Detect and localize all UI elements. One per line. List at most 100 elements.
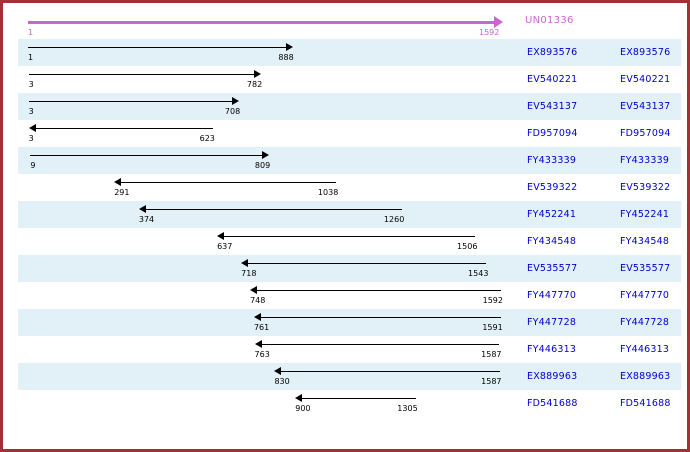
- hit-accession-description[interactable]: FY433339: [620, 155, 670, 166]
- hsp-start-coordinate: 1: [28, 53, 34, 62]
- hit-row[interactable]: 3 708 EV543137 EV543137: [3, 93, 687, 120]
- hsp-end-coordinate: 782: [246, 80, 263, 89]
- query-track: 1 1592 UN01336: [3, 3, 687, 39]
- hsp-start-coordinate: 3: [28, 134, 34, 143]
- hsp-alignment-bar[interactable]: [256, 290, 501, 291]
- hit-row[interactable]: 3 782 EV540221 EV540221: [3, 66, 687, 93]
- query-accession-label: UN01336: [524, 15, 574, 26]
- hit-accession-link[interactable]: FD541688: [527, 398, 578, 409]
- hsp-alignment-bar[interactable]: [30, 155, 263, 156]
- hsp-end-coordinate: 809: [254, 161, 271, 170]
- hit-accession-link[interactable]: EV540221: [527, 74, 578, 85]
- hsp-end-coordinate: 708: [224, 107, 241, 116]
- row-background-stripe: [18, 93, 681, 120]
- hit-accession-link[interactable]: FY446313: [527, 344, 577, 355]
- hit-accession-description[interactable]: FY447770: [620, 290, 670, 301]
- hsp-end-coordinate: 1591: [482, 323, 503, 332]
- hsp-alignment-bar[interactable]: [223, 236, 476, 237]
- row-background-stripe: [18, 282, 681, 309]
- row-background-stripe: [18, 390, 681, 417]
- hsp-end-coordinate: 1038: [317, 188, 339, 197]
- hsp-end-coordinate: 888: [278, 53, 294, 62]
- hit-accession-link[interactable]: EV535577: [527, 263, 578, 274]
- hsp-start-coordinate: 718: [241, 269, 257, 278]
- row-background-stripe: [18, 255, 681, 282]
- hit-accession-description[interactable]: FY447728: [620, 317, 670, 328]
- hit-row[interactable]: 718 1543 EV535577 EV535577: [3, 255, 687, 282]
- hit-accession-description[interactable]: EV539322: [620, 182, 671, 193]
- row-background-stripe: [18, 363, 681, 390]
- hsp-arrowhead-left-icon: [114, 178, 122, 186]
- hit-accession-description[interactable]: FY446313: [620, 344, 670, 355]
- row-background-stripe: [18, 228, 681, 255]
- hit-accession-link[interactable]: FY447770: [527, 290, 577, 301]
- row-background-stripe: [18, 309, 681, 336]
- hit-accession-description[interactable]: EV543137: [620, 101, 671, 112]
- query-arrowhead-icon: [493, 16, 503, 28]
- query-line: [28, 21, 494, 24]
- hsp-alignment-bar[interactable]: [247, 263, 487, 264]
- hit-accession-link[interactable]: FY434548: [527, 236, 577, 247]
- row-background-stripe: [18, 201, 681, 228]
- hsp-end-coordinate: 1305: [397, 404, 418, 413]
- hit-row[interactable]: 1 888 EX893576 EX893576: [3, 39, 687, 66]
- hit-accession-link[interactable]: EX893576: [527, 47, 578, 58]
- hit-accession-link[interactable]: FD957094: [527, 128, 578, 139]
- hit-accession-description[interactable]: EX889963: [620, 371, 671, 382]
- row-background-stripe: [18, 39, 681, 66]
- hit-accession-description[interactable]: FY452241: [620, 209, 670, 220]
- row-background-stripe: [18, 336, 681, 363]
- hsp-alignment-bar[interactable]: [120, 182, 337, 183]
- query-start-coordinate: 1: [28, 28, 34, 37]
- hsp-alignment-bar[interactable]: [28, 47, 286, 48]
- row-background-stripe: [18, 120, 681, 147]
- hsp-arrowhead-right-icon: [262, 151, 270, 159]
- query-end-coordinate: 1592: [478, 28, 500, 37]
- hsp-alignment-bar[interactable]: [301, 398, 416, 399]
- hit-accession-link[interactable]: EX889963: [527, 371, 578, 382]
- hsp-alignment-bar[interactable]: [260, 344, 500, 345]
- hit-accession-description[interactable]: FY434548: [620, 236, 670, 247]
- hsp-end-coordinate: 1543: [468, 269, 489, 278]
- hit-accession-description[interactable]: FD541688: [620, 398, 671, 409]
- hsp-start-coordinate: 763: [254, 350, 270, 359]
- hsp-start-coordinate: 3: [28, 80, 34, 89]
- hsp-arrowhead-right-icon: [285, 43, 293, 51]
- hit-accession-description[interactable]: EV535577: [620, 263, 671, 274]
- hit-accession-link[interactable]: FY447728: [527, 317, 577, 328]
- hsp-arrowhead-left-icon: [217, 232, 225, 240]
- hit-accession-link[interactable]: FY452241: [527, 209, 577, 220]
- hsp-alignment-bar[interactable]: [28, 101, 233, 102]
- row-background-stripe: [18, 147, 681, 174]
- hsp-alignment-bar[interactable]: [144, 209, 403, 210]
- hsp-arrowhead-left-icon: [274, 367, 282, 375]
- hsp-alignment-bar[interactable]: [34, 128, 213, 129]
- hit-accession-description[interactable]: EX893576: [620, 47, 671, 58]
- hit-accession-description[interactable]: EV540221: [620, 74, 671, 85]
- hsp-alignment-bar[interactable]: [259, 317, 501, 318]
- hit-accession-link[interactable]: FY433339: [527, 155, 577, 166]
- hit-accession-link[interactable]: EV543137: [527, 101, 578, 112]
- hit-accession-link[interactable]: EV539322: [527, 182, 578, 193]
- hsp-end-coordinate: 1587: [481, 377, 502, 386]
- hsp-alignment-bar[interactable]: [28, 74, 255, 75]
- hsp-arrowhead-right-icon: [232, 97, 240, 105]
- hsp-start-coordinate: 637: [217, 242, 233, 251]
- hsp-arrowhead-left-icon: [241, 259, 249, 267]
- hit-accession-description[interactable]: FD957094: [620, 128, 671, 139]
- hsp-arrowhead-right-icon: [254, 70, 262, 78]
- hsp-arrowhead-left-icon: [295, 394, 303, 402]
- hsp-start-coordinate: 3: [28, 107, 34, 116]
- hsp-alignment-bar[interactable]: [280, 371, 500, 372]
